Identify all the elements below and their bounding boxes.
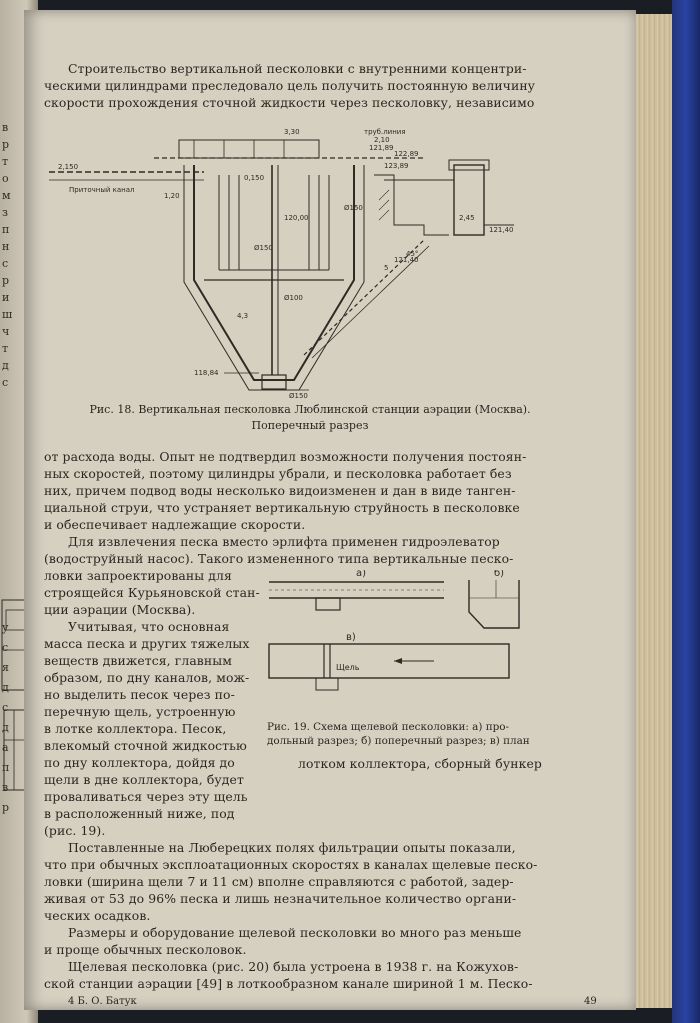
left-page-text-fragment: о	[2, 172, 9, 185]
intro-line-3: скорости прохождения сточной жидкости че…	[44, 95, 535, 110]
left-page-text-fragment: д	[2, 721, 9, 734]
dim-245: 2,45	[459, 214, 475, 222]
left-page-text-fragment: в	[2, 121, 9, 134]
tail-line-5: живая от 53 до 96% песка и лишь незначит…	[44, 891, 517, 906]
narrow-line-2: строящейся Курьяновской стан-	[44, 585, 260, 600]
fig18-caption-line-2: Поперечный разрез	[251, 419, 369, 432]
left-page-text-fragment: п	[2, 761, 10, 774]
dim-d100: Ø100	[284, 294, 303, 302]
dim-inlet-level: 2,150	[58, 163, 78, 171]
left-page-text-fragment: р	[2, 801, 10, 814]
fig19-slot-label: Щель	[336, 663, 360, 672]
fig19-label-a: а)	[356, 570, 366, 579]
narrow-line-7: образом, по дну каналов, мож-	[44, 670, 250, 685]
narrow-line-9: перечную щель, устроенную	[44, 704, 236, 719]
tail-line-10: ской станции аэрации [49] в лоткообразно…	[44, 976, 533, 991]
dim-0150: 0,150	[244, 174, 264, 182]
dim-120: 1,20	[164, 192, 180, 200]
narrow-line-5: масса песка и других тяжелых	[44, 636, 250, 651]
left-page-text-fragment: м	[2, 189, 11, 202]
body-line-3: них, причем подвод воды несколько видоиз…	[44, 483, 516, 498]
body-line-7: (водоструйный насос). Такого измененного…	[44, 551, 514, 566]
left-page-text-fragment: т	[2, 155, 9, 168]
left-page-text-fragment: я	[2, 661, 9, 674]
left-page-text-fragment: з	[2, 206, 8, 219]
dim-121: 121,89	[369, 144, 394, 152]
left-page-text-fragment: д	[2, 359, 9, 372]
page-number: 49	[584, 996, 597, 1007]
dim-11884: 118,84	[194, 369, 219, 377]
body-line-5: и обеспечивает надлежащие скорости.	[44, 517, 306, 532]
dim-12140-b: 121,40	[394, 256, 419, 264]
narrow-line-11: влекомый сточной жидкостью	[44, 738, 247, 753]
left-page-text-fragment: с	[2, 641, 9, 654]
left-page-diagram-fragment	[1, 599, 33, 791]
left-page-text-fragment: р	[2, 274, 10, 287]
dim-top-width: 3,30	[284, 128, 300, 136]
tail-line-7: Размеры и оборудование щелевой песколовк…	[68, 925, 522, 940]
intro-line-1: Строительство вертикальной песколовки с …	[68, 61, 527, 76]
narrow-line-14: проваливаться через эту щель	[44, 789, 248, 804]
intro-line-2: ческими цилиндрами преследовало цель пол…	[44, 78, 536, 93]
label-inlet-channel: Приточный канал	[69, 186, 135, 194]
left-page-text-fragment: с	[2, 376, 9, 389]
fig19-caption-line-1: Рис. 19. Схема щелевой песколовки: а) пр…	[267, 721, 510, 733]
tail-line-1: (рис. 19).	[44, 823, 106, 838]
tail-line-6: ческих осадков.	[44, 908, 151, 923]
body-line-1: от расхода воды. Опыт не подтвердил возм…	[44, 449, 527, 464]
figure-19-drawing: а) б) в) Щель	[268, 570, 520, 691]
left-page-text-fragment: р	[2, 138, 10, 151]
fig19-caption-line-2: дольный разрез; б) поперечный разрез; в)…	[267, 735, 530, 747]
fig18-caption-line-1: Рис. 18. Вертикальная песколовка Люблинс…	[89, 403, 531, 416]
body-line-4: циальной струи, что устраняет вертикальн…	[44, 500, 520, 515]
tail-line-3: что при обычных эксплоатационных скорост…	[44, 857, 538, 872]
narrow-line-12: по дну коллектора, дойдя до	[44, 755, 235, 770]
dim-45deg: 45°	[406, 250, 418, 258]
tail-line-9: Щелевая песколовка (рис. 20) была устрое…	[68, 959, 519, 974]
book-cover	[672, 0, 700, 1023]
tail-line-8: и проще обычных песколовок.	[44, 942, 247, 957]
narrow-line-13: щели в дне коллектора, будет	[44, 772, 244, 787]
dim-43: 4,3	[237, 312, 248, 320]
left-page-text-fragment: а	[2, 741, 9, 754]
book-page: Строительство вертикальной песколовки с …	[24, 10, 636, 1010]
left-page-text-fragment: ш	[2, 308, 13, 321]
dim-12140: 121,40	[489, 226, 514, 234]
narrow-line-6: веществ движется, главным	[44, 653, 232, 668]
narrow-line-1: ловки запроектированы для	[44, 568, 232, 583]
left-page-text-fragment: с	[2, 257, 9, 270]
body-line-2: ных скоростей, поэтому цилиндры убрали, …	[44, 466, 512, 481]
body-line-6: Для извлечения песка вместо эрлифта прим…	[68, 534, 500, 549]
fig19-label-b: б)	[494, 570, 504, 579]
narrow-line-10: в лотке коллектора. Песок,	[44, 721, 227, 736]
left-page-text-fragment: у	[2, 621, 9, 634]
left-page-text-fragment: п	[2, 223, 10, 236]
dim-d150: Ø150	[254, 244, 273, 252]
dim-d150-right: Ø150	[344, 204, 363, 212]
dim-122: 122,89	[394, 150, 419, 158]
dim-12000: 120,00	[284, 214, 309, 222]
left-page-text-fragment: и	[2, 291, 10, 304]
narrow-line-4: Учитывая, что основная	[68, 619, 230, 634]
left-page-text-fragment: с	[2, 701, 9, 714]
figure-18-drawing: 2,150 3,30 труб.линия 2,10 121,89 122,89…	[49, 128, 514, 400]
left-page-text-fragment: в	[2, 781, 9, 794]
tail-line-2: Поставленные на Люберецких полях фильтра…	[68, 840, 516, 855]
left-page-text-fragment: т	[2, 342, 9, 355]
left-page-text-fragment: н	[2, 240, 10, 253]
left-page-text-fragment: д	[2, 681, 9, 694]
dim-d150-bottom: Ø150	[289, 392, 308, 400]
continuation-line: лотком коллектора, сборный бункер	[298, 756, 542, 771]
dim-top-line-label: труб.линия	[364, 128, 406, 136]
dim-123: 123,89	[384, 162, 409, 170]
narrow-line-8: но выделить песок через по-	[44, 687, 235, 702]
dim-210: 2,10	[374, 136, 390, 144]
footer-signature: 4 Б. О. Батук	[68, 996, 137, 1007]
fig19-label-v: в)	[346, 632, 356, 643]
narrow-line-3: ции аэрации (Москва).	[44, 602, 196, 617]
narrow-line-15: в расположенный ниже, под	[44, 806, 235, 821]
dim-5: 5	[384, 264, 388, 272]
left-page-text-fragment: ч	[2, 325, 10, 338]
tail-line-4: ловки (ширина щели 7 и 11 см) вполне спр…	[44, 874, 514, 889]
